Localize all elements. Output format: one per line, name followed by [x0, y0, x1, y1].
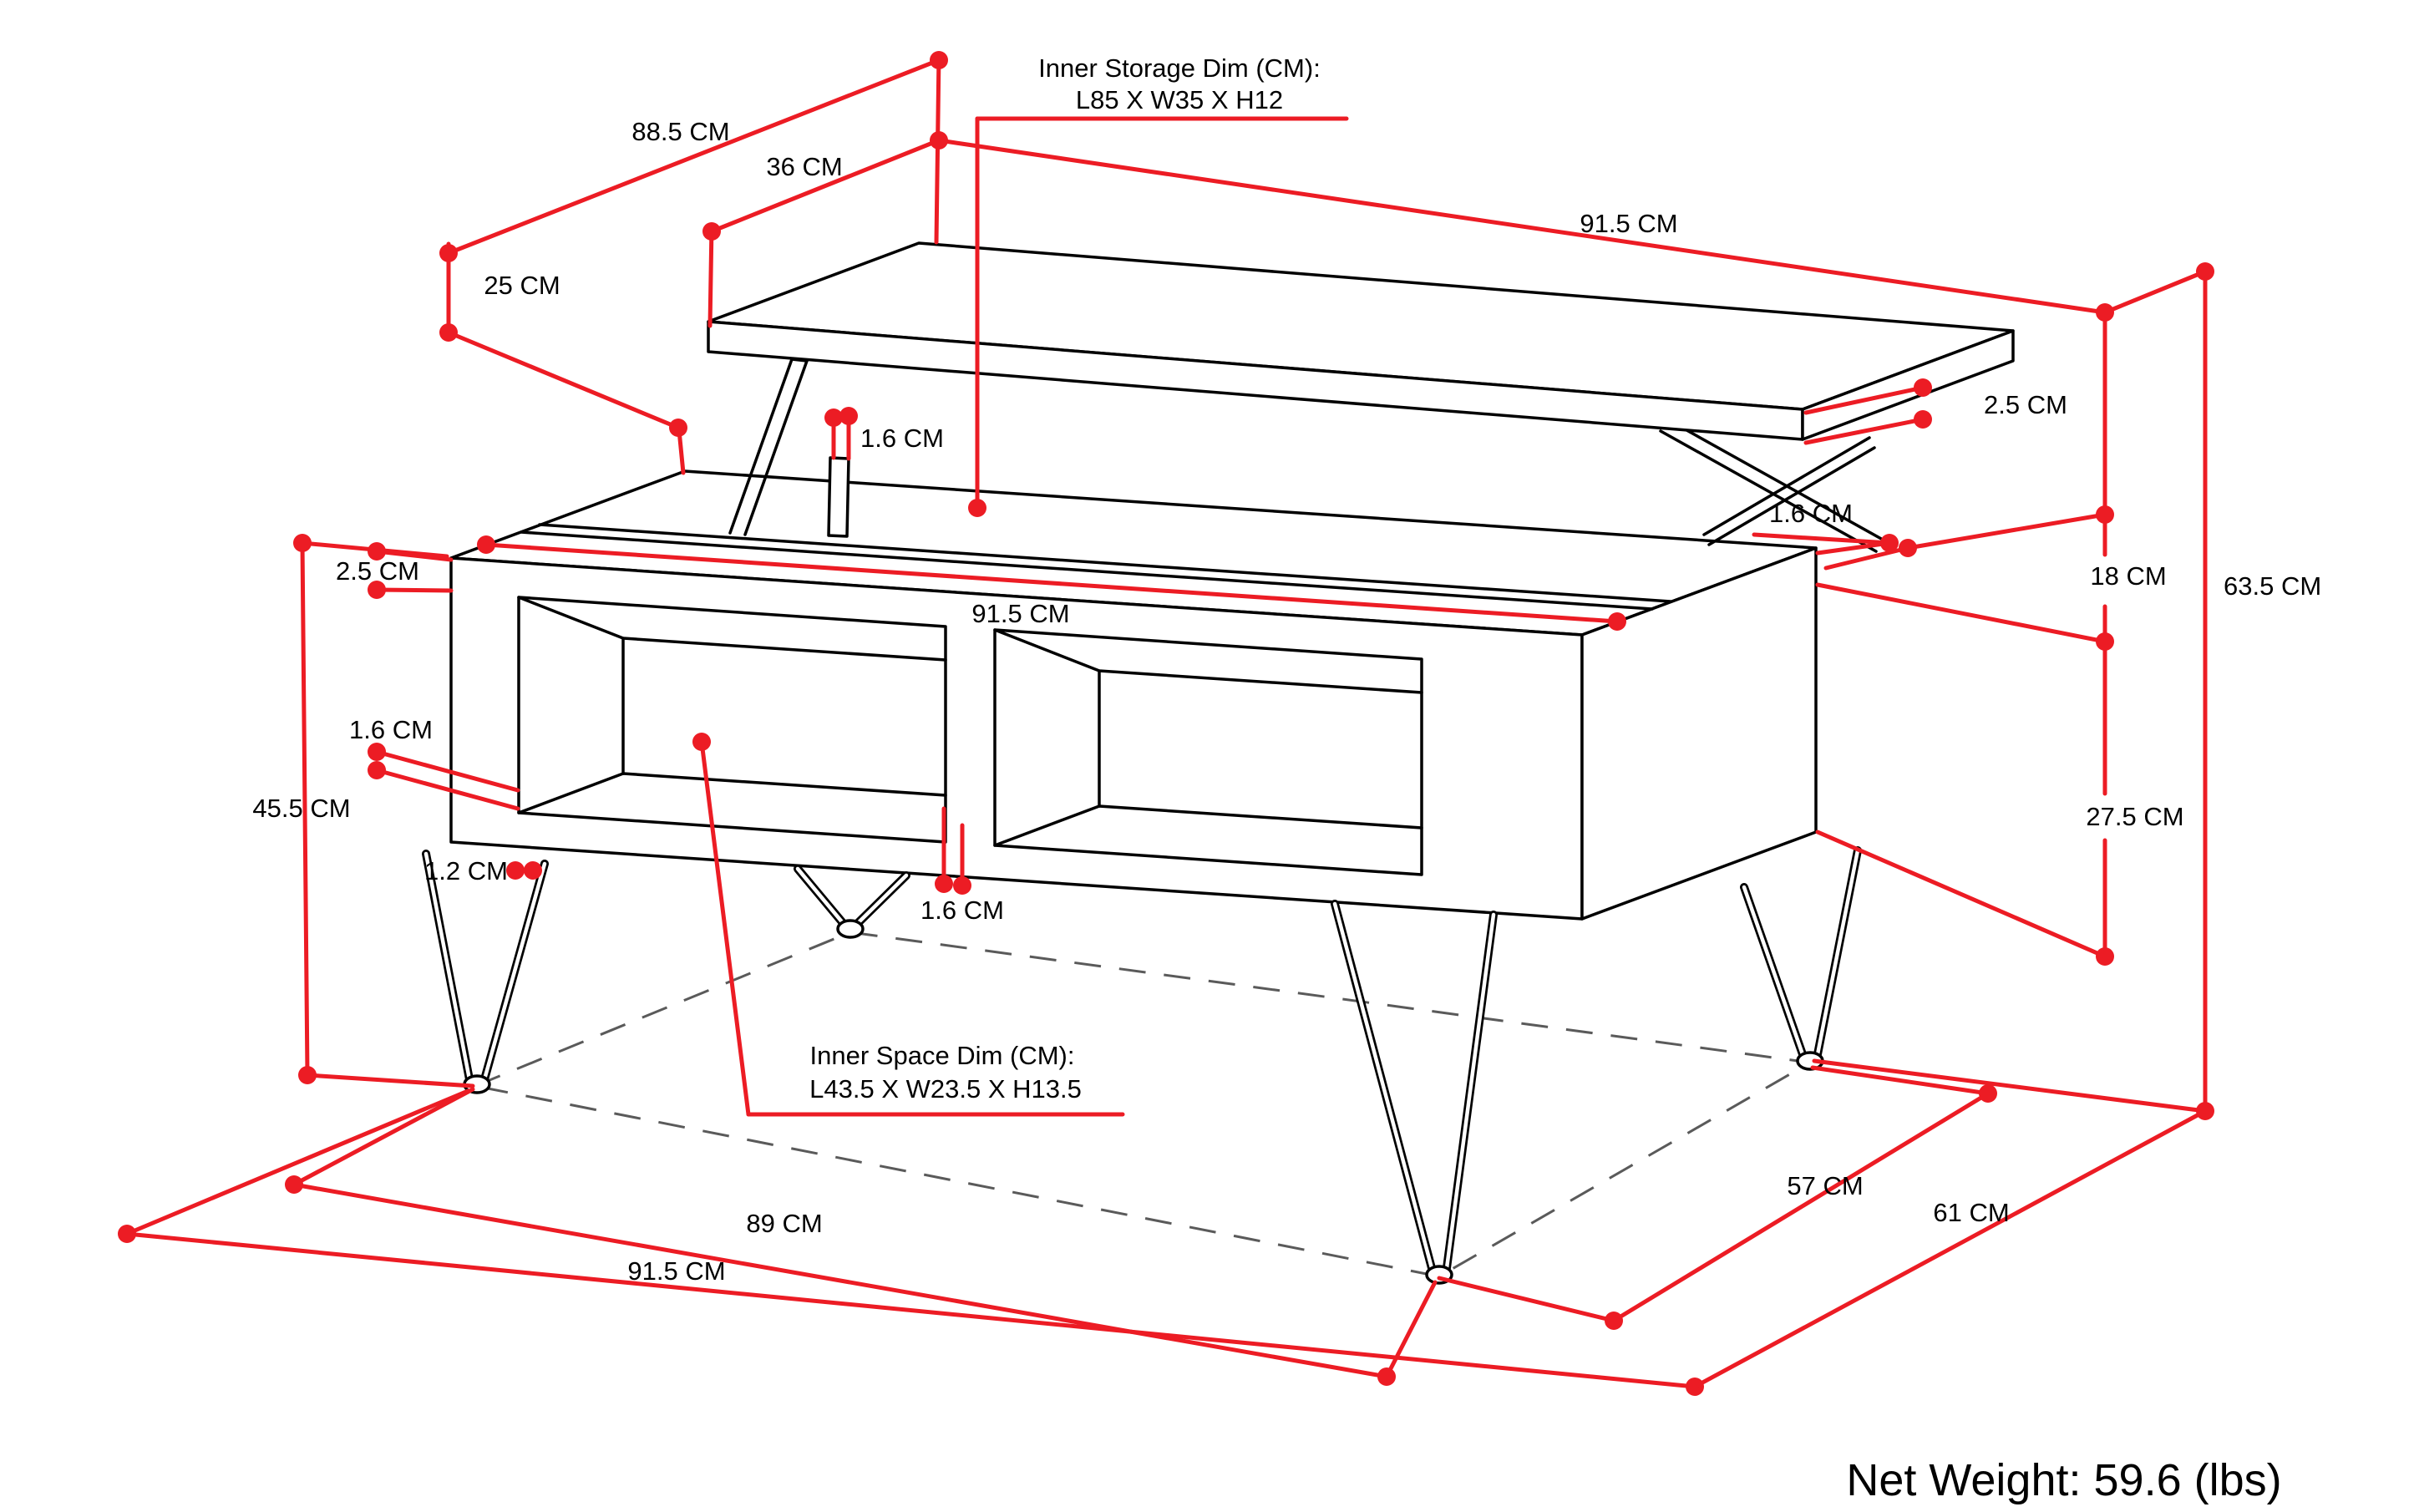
- label-1-6cm-shelf: 1.6 CM: [920, 896, 1004, 925]
- dim-91-5-top: [936, 138, 2214, 322]
- label-1-6cm-lid: 1.6 CM: [860, 424, 944, 453]
- dim-61: [1692, 1058, 2208, 1389]
- inner-space-value: L43.5 X W23.5 X H13.5: [809, 1074, 1082, 1104]
- dim-63-5: [2196, 269, 2214, 1120]
- label-27-5cm: 27.5 CM: [2086, 802, 2183, 831]
- label-91-5cm-bottom: 91.5 CM: [627, 1256, 725, 1286]
- dim-1-6-lid: [824, 407, 858, 461]
- label-1-6cm-back: 1.6 CM: [1769, 499, 1853, 528]
- dim-1-2: [506, 861, 542, 880]
- callout-texts: Inner Storage Dim (CM): L85 X W35 X H12 …: [809, 53, 1321, 1104]
- back-leg: [794, 865, 910, 939]
- label-61cm: 61 CM: [1933, 1198, 2009, 1227]
- right-leg: [1740, 846, 1862, 1071]
- label-36cm: 36 CM: [766, 152, 842, 181]
- dim-1-6-shelf: [935, 806, 971, 895]
- label-1-6cm-left: 1.6 CM: [349, 715, 433, 744]
- label-2-5cm-right: 2.5 CM: [1984, 390, 2067, 419]
- inner-space-leader: [692, 733, 1125, 1117]
- lift-top-panel: [707, 241, 2015, 441]
- dim-89: [285, 1087, 1438, 1386]
- front-leg: [1331, 900, 1498, 1285]
- dim-57: [1437, 1065, 1997, 1330]
- label-88-5cm: 88.5 CM: [631, 117, 729, 146]
- label-1-2cm: 1.2 CM: [424, 856, 508, 885]
- label-45-5cm: 45.5 CM: [252, 794, 350, 823]
- label-25cm: 25 CM: [484, 271, 560, 300]
- label-57cm: 57 CM: [1787, 1171, 1863, 1200]
- left-leg: [422, 850, 549, 1094]
- label-63-5cm: 63.5 CM: [2224, 571, 2321, 601]
- label-91-5cm-top: 91.5 CM: [1580, 209, 1677, 238]
- label-89cm: 89 CM: [746, 1209, 822, 1238]
- label-18cm: 18 CM: [2090, 561, 2166, 591]
- inner-storage-value: L85 X W35 X H12: [1076, 85, 1283, 114]
- table-body: [449, 469, 1818, 921]
- dim-91-5-mid: [477, 535, 1626, 631]
- dim-1-6-left: [368, 743, 520, 811]
- inner-space-title: Inner Space Dim (CM):: [810, 1041, 1075, 1070]
- dim-25: [439, 323, 687, 475]
- inner-storage-title: Inner Storage Dim (CM):: [1038, 53, 1321, 83]
- dim-2-5-right: [1803, 378, 1932, 445]
- dimension-labels: 88.5 CM 36 CM 25 CM 91.5 CM 2.5 CM 1.6 C…: [252, 117, 2321, 1286]
- left-compartment: [517, 596, 947, 844]
- right-compartment: [993, 628, 1423, 876]
- floor-footprint-dashed: [470, 931, 1814, 1278]
- back-foot: [836, 919, 865, 939]
- label-91-5cm-mid: 91.5 CM: [971, 599, 1069, 628]
- hairpin-legs: [422, 846, 1862, 1285]
- dimension-lines: [118, 51, 2214, 1396]
- net-weight-text: Net Weight: 59.6 (lbs): [1846, 1455, 2281, 1505]
- dim-45-5: [293, 534, 475, 1088]
- inner-storage-leader: [968, 116, 1349, 517]
- dim-36: [702, 131, 948, 328]
- label-2-5cm-left: 2.5 CM: [336, 556, 419, 586]
- dim-1-6-back: [1752, 512, 2107, 571]
